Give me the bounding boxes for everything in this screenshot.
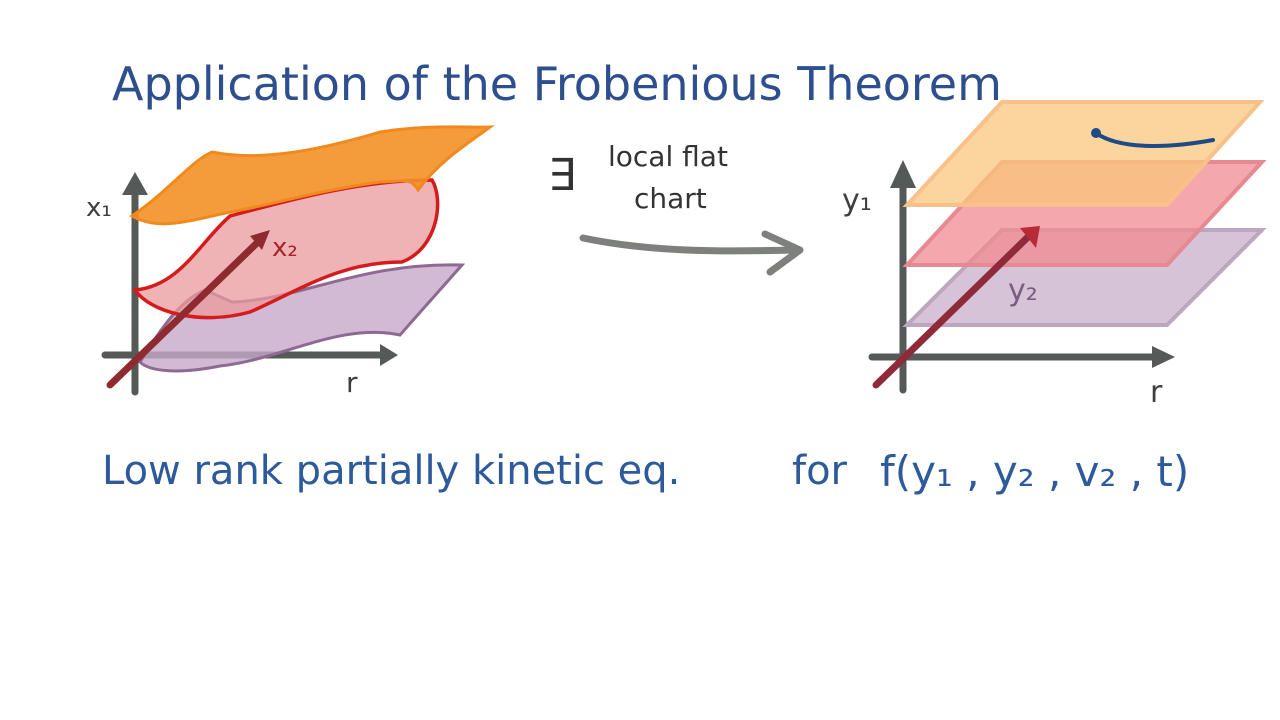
slide-title: Application of the Frobenious Theorem [112, 57, 1002, 111]
x1-axis-arrowhead [122, 172, 148, 195]
x2-axis-arrowhead [250, 230, 270, 250]
y2-axis [872, 231, 1034, 389]
x2-axis [106, 238, 262, 389]
distribution-function: f(y₁ , y₂ , v₂ , t) [880, 447, 1189, 496]
y1-axis-label: y₁ [842, 183, 872, 218]
r-axis-right-arrowhead [1152, 346, 1175, 368]
local-flat-text: local flat [608, 140, 728, 173]
exists-symbol: ∃ [548, 150, 576, 201]
flat-chart-transition: ∃ local flat chart [548, 140, 804, 276]
flat-foliation-diagram: y₁ y₂ r [842, 100, 1267, 410]
transition-arrow [579, 234, 799, 255]
r-axis-label-left: r [346, 366, 358, 399]
x1-axis-label: x₁ [86, 193, 112, 223]
y1-axis-arrowhead [890, 160, 916, 188]
for-text: for [792, 448, 848, 494]
r-axis-arrowhead [380, 344, 398, 366]
x2-axis-label: x₂ [272, 233, 298, 263]
orange-leaf-surface [129, 125, 495, 226]
orange-flat-leaf [902, 100, 1265, 207]
chart-text: chart [634, 182, 707, 215]
transition-arrowhead [761, 230, 804, 276]
r-axis-label-right: r [1150, 375, 1163, 410]
curved-foliation-diagram: x₁ x₂ r [86, 125, 495, 399]
y2-axis-arrowhead [1020, 226, 1040, 248]
y2-axis-label: y₂ [1008, 273, 1038, 308]
low-rank-equation-text: Low rank partially kinetic eq. [102, 448, 680, 494]
trajectory-curve [1094, 131, 1215, 148]
